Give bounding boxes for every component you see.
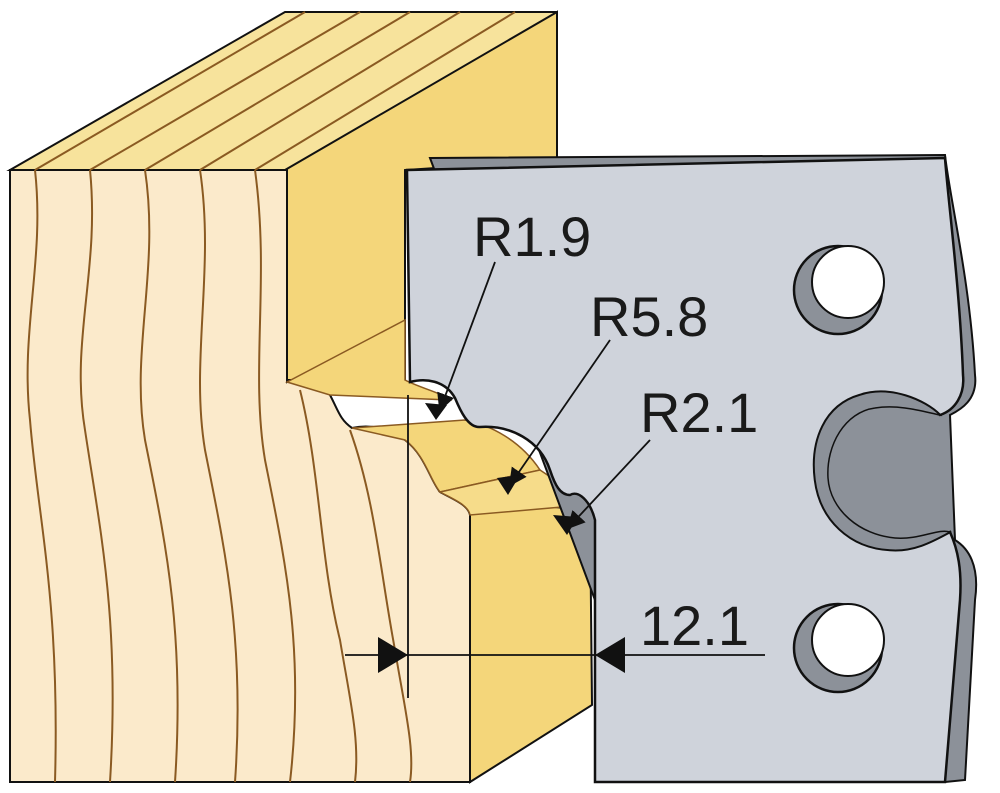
radius-label-r1: R1.9 (473, 205, 591, 268)
mounting-hole-top (792, 244, 885, 336)
radius-label-r3: R2.1 (640, 381, 758, 444)
wood-top-grain (34, 11, 516, 171)
radius-label-r2: R5.8 (590, 285, 708, 348)
r2-arrowhead (497, 475, 520, 495)
steel-knife (405, 153, 978, 784)
dim-arrow-right (595, 637, 625, 673)
wood-grain-lines (26, 169, 413, 783)
center-notch-edge (813, 391, 952, 551)
mounting-hole-bottom (792, 602, 885, 694)
wood-block (6, 10, 594, 784)
dimension-lines (345, 261, 765, 698)
dim-arrow-left (378, 637, 408, 673)
r3-arrowhead (553, 515, 578, 535)
r1-arrowhead (425, 403, 447, 420)
width-label: 12.1 (640, 594, 749, 657)
